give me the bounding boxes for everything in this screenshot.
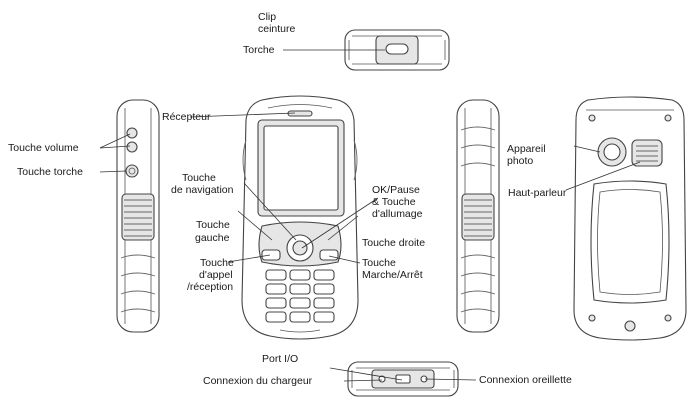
- phone-back-illustration: [573, 96, 687, 341]
- connexion-chargeur-label: Connexion du chargeur: [203, 375, 313, 387]
- touche-volume-label: Touche volume: [8, 142, 79, 154]
- connexion-oreillette-label: Connexion oreillette: [479, 374, 572, 386]
- touche-torche-label: Touche torche: [17, 166, 83, 178]
- port-io-label: Port I/O: [262, 353, 298, 365]
- phone-front-illustration: [241, 95, 359, 340]
- phone-right-side-illustration: [456, 99, 500, 333]
- phone-bottom-illustration: [347, 361, 459, 397]
- recepteur-label: Récepteur: [162, 111, 211, 123]
- touche-droite-label: Touche droite: [362, 237, 425, 249]
- torche-label: Torche: [243, 44, 275, 56]
- haut-parleur-label: Haut-parleur: [508, 187, 567, 199]
- phone-left-side-illustration: [116, 99, 160, 333]
- leader-lines: [99, 49, 641, 382]
- phone-top-illustration: [344, 29, 450, 71]
